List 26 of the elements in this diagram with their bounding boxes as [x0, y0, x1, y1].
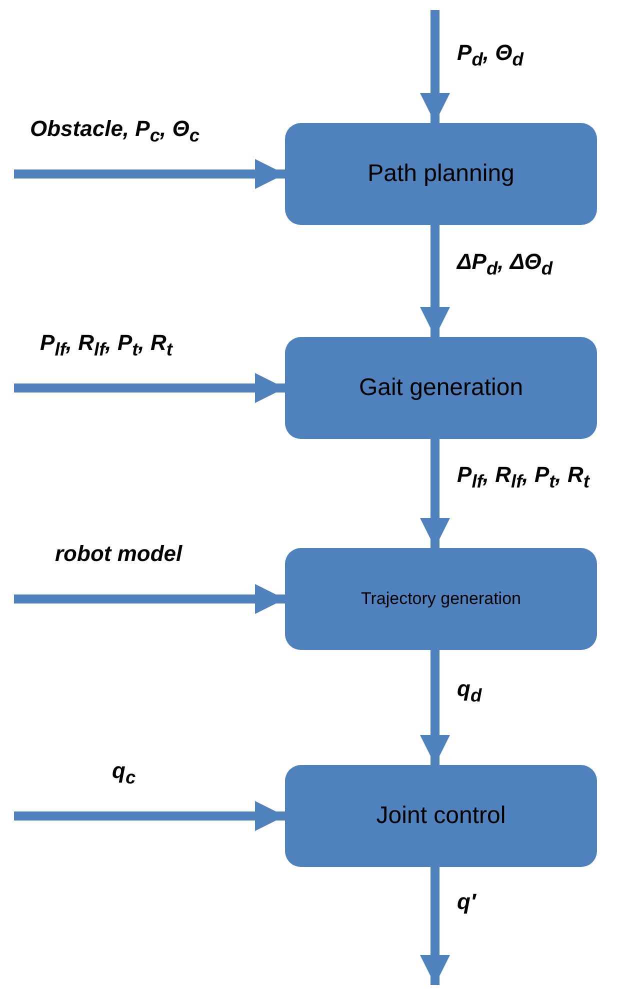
edge-label: q′ — [457, 889, 476, 915]
process-box — [285, 765, 597, 867]
edge-label: Obstacle, P$_{c}$, Θ$_{c}$ — [30, 116, 200, 146]
arrow — [420, 867, 450, 985]
arrow — [420, 650, 450, 765]
arrow — [420, 10, 450, 123]
arrow — [14, 159, 285, 189]
edge-label: q$_{d}$ — [457, 676, 482, 706]
process-box — [285, 548, 597, 650]
edge-label: robot model — [55, 541, 182, 567]
arrow — [14, 801, 285, 831]
process-box — [285, 123, 597, 225]
edge-label: ΔP$_{d}$, ΔΘ$_{d}$ — [457, 249, 553, 280]
arrow — [14, 584, 285, 614]
edge-label: P$_{lf}$, R$_{lf}$, P$_{t}$, R$_{t}$ — [457, 462, 590, 492]
arrow — [420, 225, 450, 337]
box-label: Joint control — [376, 802, 506, 830]
arrow — [14, 373, 285, 403]
process-box — [285, 337, 597, 439]
edge-label: q$_{c}$ — [112, 758, 136, 788]
box-label: Gait generation — [358, 374, 524, 402]
box-label: Path planning — [368, 160, 514, 188]
edge-label: P$_{lf}$, R$_{lf}$, P$_{t}$, R$_{t}$ — [40, 330, 172, 360]
edge-label: P$_{d}$, Θ$_{d}$ — [457, 40, 524, 70]
arrow — [420, 439, 450, 548]
box-label: Trajectory generation — [360, 589, 521, 609]
